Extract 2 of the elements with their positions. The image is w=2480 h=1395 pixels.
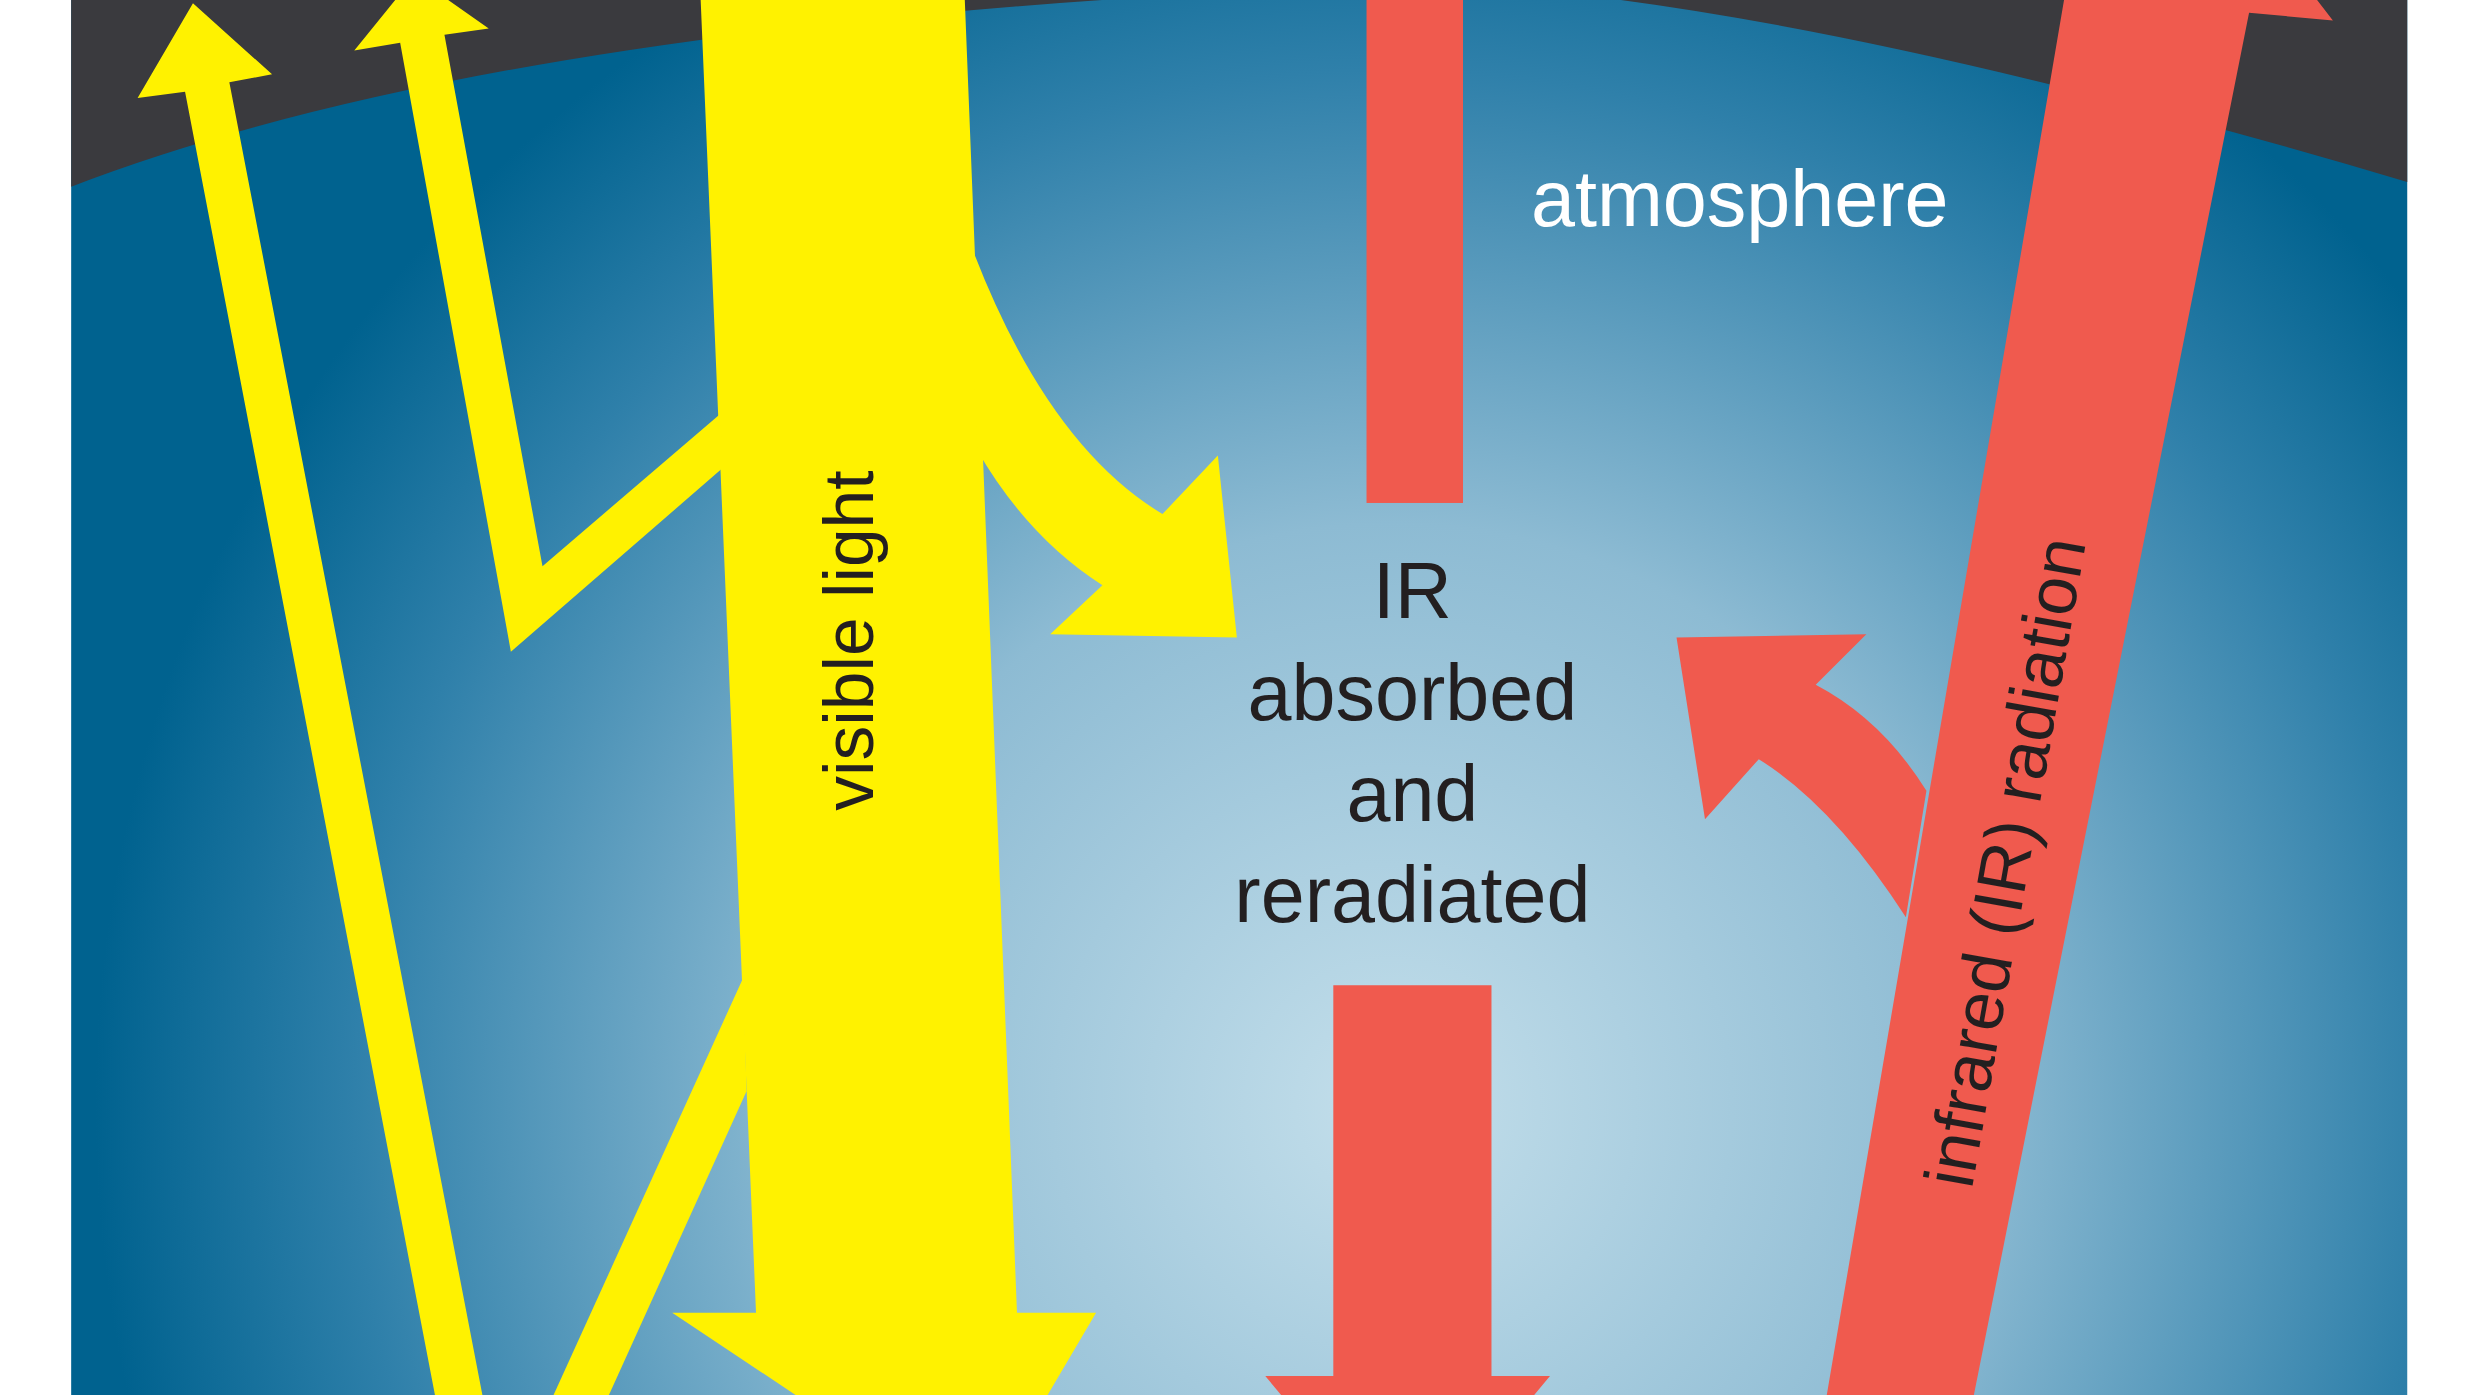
process-label: IR absorbed and reradiated — [1233, 546, 1592, 942]
arrow-label: infrared (IR) radiation — [1914, 532, 2097, 1192]
